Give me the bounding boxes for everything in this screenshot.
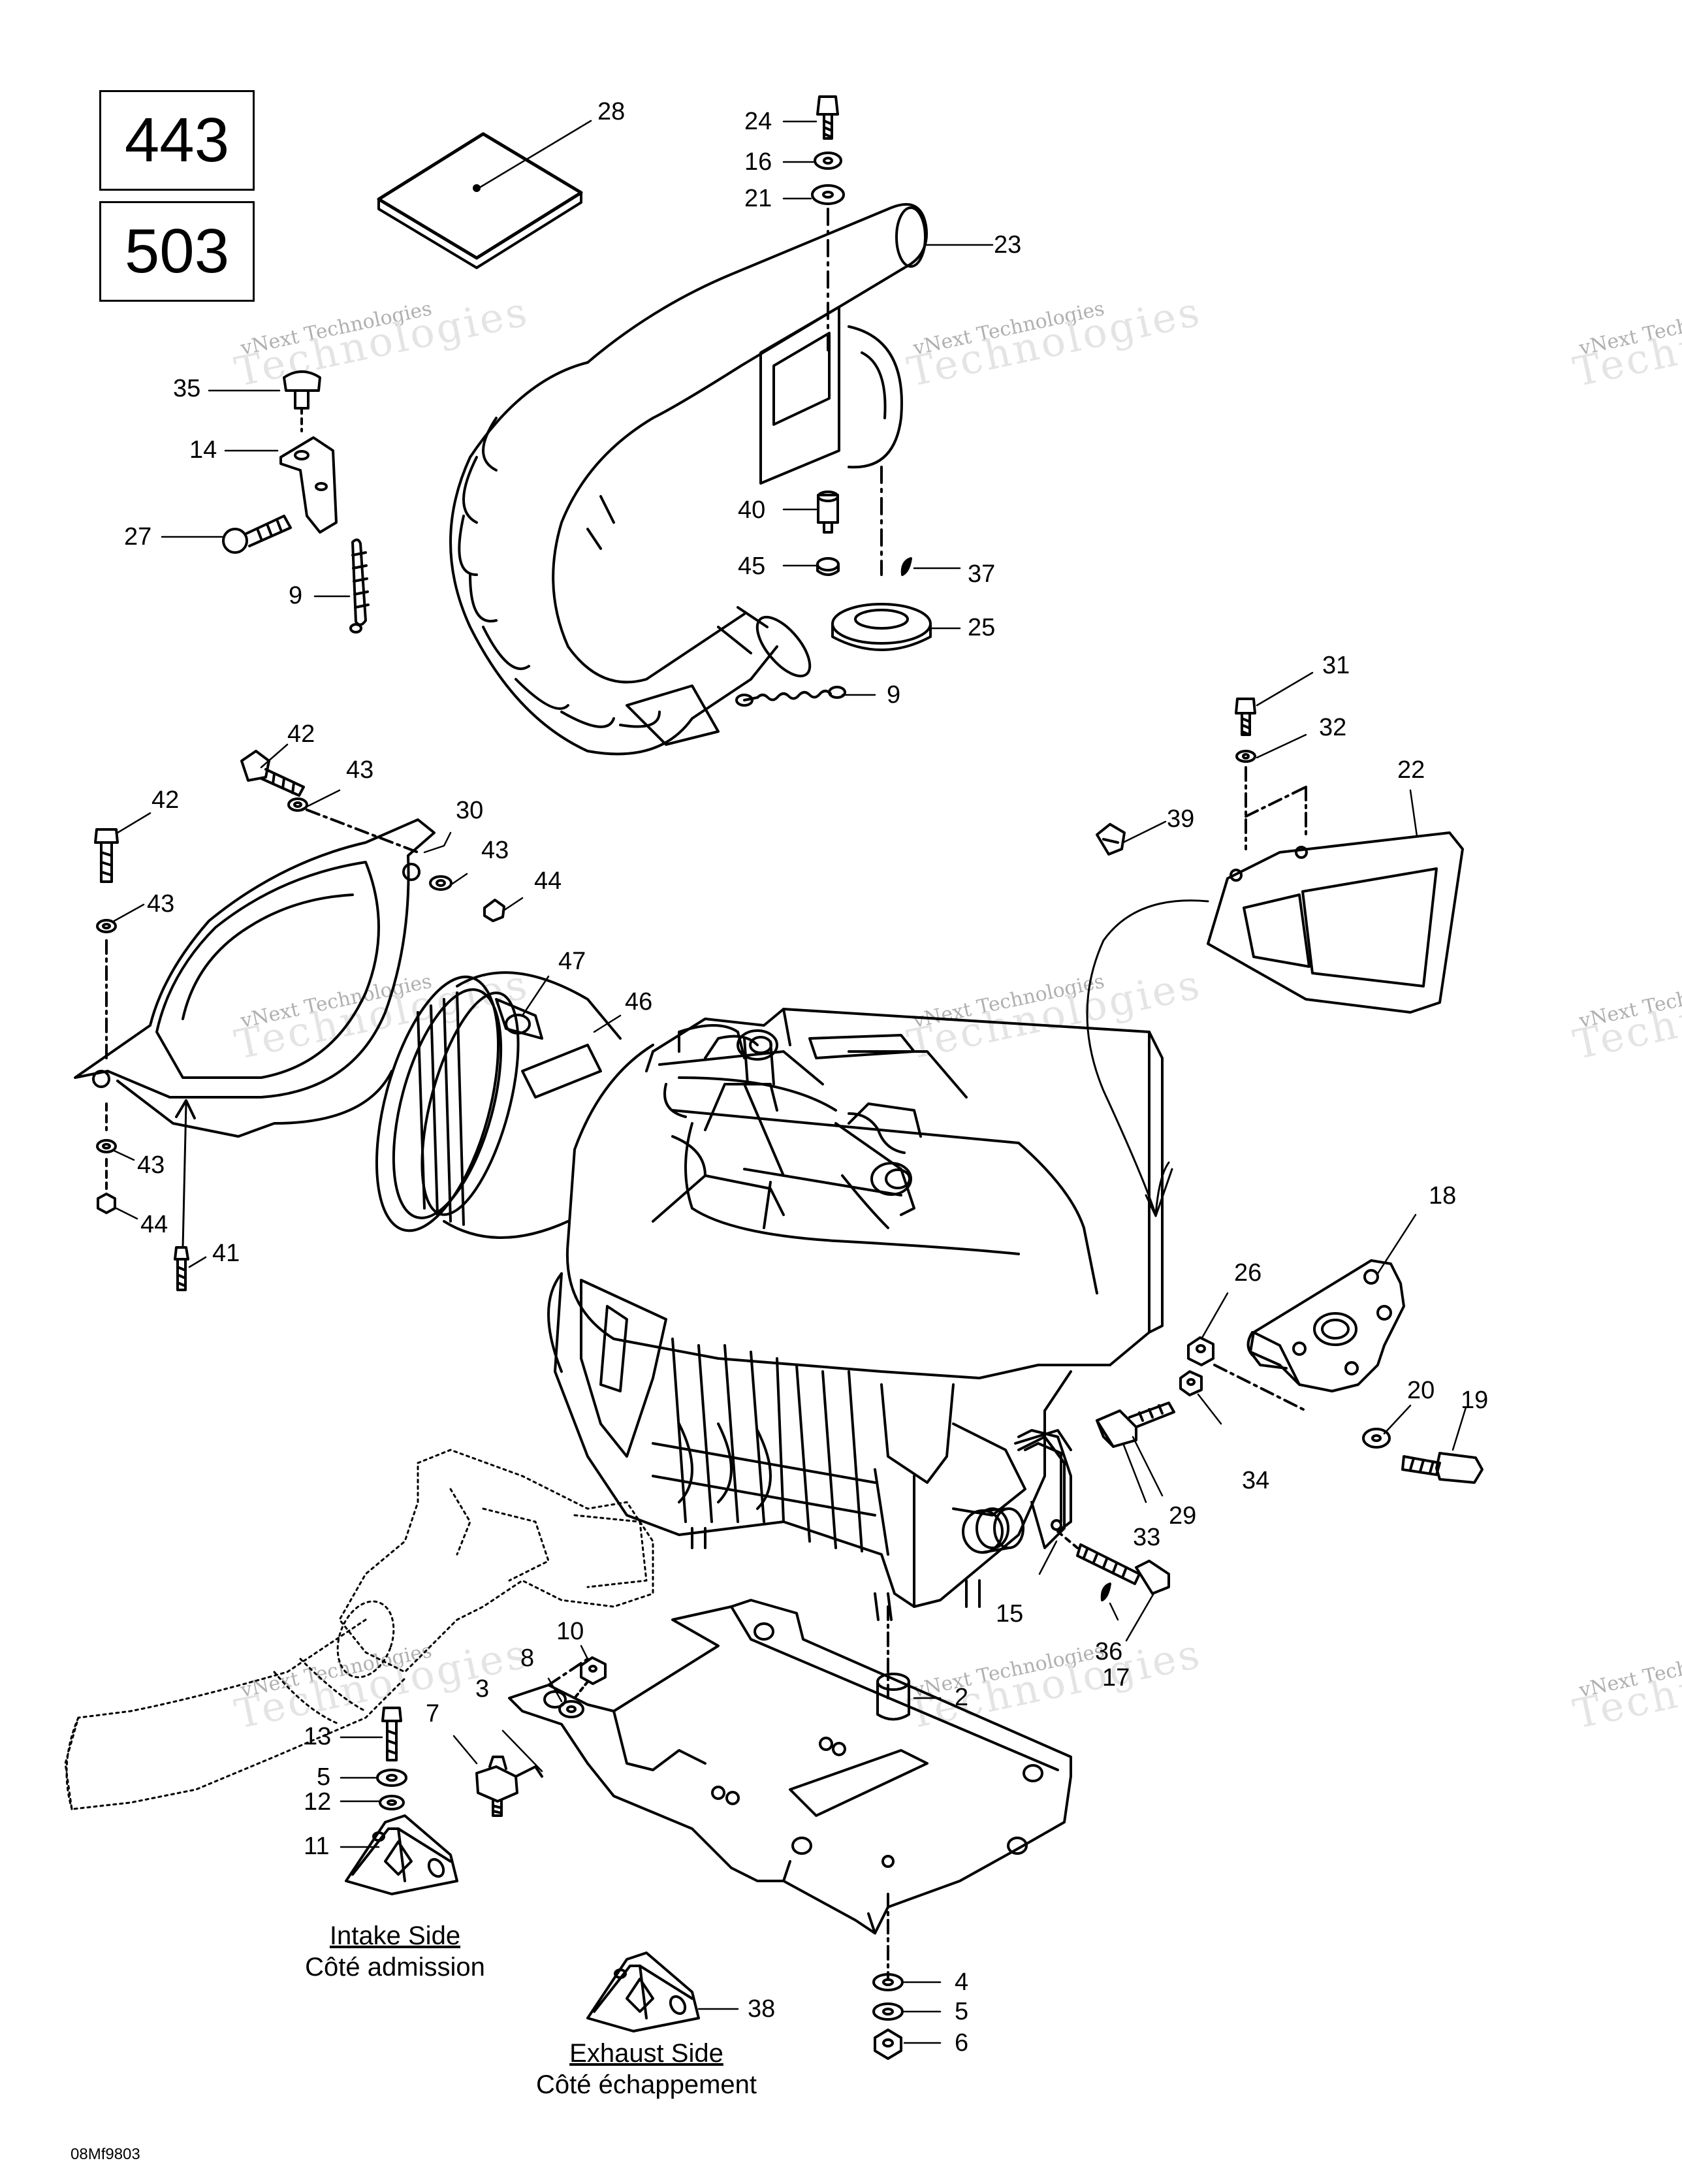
callout-40: 40 xyxy=(738,496,766,524)
callout-2: 2 xyxy=(955,1684,969,1711)
callout-43d: 43 xyxy=(137,1151,165,1179)
model-box-503: 503 xyxy=(99,201,255,302)
intake-side-mount xyxy=(345,1707,458,1895)
callout-15: 15 xyxy=(996,1600,1024,1628)
callout-12: 12 xyxy=(304,1788,332,1816)
model-box-443: 443 xyxy=(99,90,255,191)
callout-34: 34 xyxy=(1242,1467,1270,1494)
callout-26: 26 xyxy=(1234,1259,1262,1287)
engine-support-plate xyxy=(508,1599,1072,1980)
nut-washer xyxy=(558,1656,607,1718)
callout-22: 22 xyxy=(1397,756,1425,784)
engine-support-right xyxy=(1017,1259,1484,1601)
pipe-hardware xyxy=(811,95,912,576)
grommet xyxy=(831,603,932,651)
callout-5b: 5 xyxy=(955,1998,969,2025)
callout-43: 43 xyxy=(346,756,374,784)
callout-8: 8 xyxy=(520,1645,535,1672)
callout-36: 36 xyxy=(1095,1638,1123,1665)
callout-16: 16 xyxy=(744,148,772,176)
callout-46: 46 xyxy=(625,988,653,1016)
exhaust-manifold xyxy=(64,1449,654,1810)
callout-24: 24 xyxy=(744,108,772,135)
callout-42b: 42 xyxy=(151,786,180,814)
callout-25: 25 xyxy=(968,614,996,641)
callout-44: 44 xyxy=(534,867,562,895)
intake-side-caption: Intake Side Côté admission xyxy=(287,1920,503,1983)
callout-5: 5 xyxy=(317,1763,331,1791)
callout-3: 3 xyxy=(475,1675,490,1703)
callout-6: 6 xyxy=(955,2029,969,2057)
callout-29: 29 xyxy=(1169,1502,1197,1530)
callout-11: 11 xyxy=(304,1833,330,1860)
intake-side-en: Intake Side xyxy=(329,1921,461,1950)
callout-27: 27 xyxy=(124,523,152,551)
callout-9: 9 xyxy=(289,582,303,609)
tuned-pipe xyxy=(449,202,928,756)
exhaust-side-mount xyxy=(586,1951,700,2032)
callout-23: 23 xyxy=(994,231,1022,259)
callout-31: 31 xyxy=(1322,652,1350,679)
bracket-assembly xyxy=(222,370,370,634)
callout-43b: 43 xyxy=(481,837,509,864)
exhaust-side-fr: Côté échappement xyxy=(535,2070,757,2099)
callout-44b: 44 xyxy=(140,1211,168,1238)
callout-9b: 9 xyxy=(887,681,901,709)
engine xyxy=(547,1008,1164,1621)
callout-10: 10 xyxy=(556,1618,584,1645)
callout-17: 17 xyxy=(1102,1664,1130,1692)
spacer xyxy=(876,1673,910,1721)
callout-42: 42 xyxy=(287,720,315,748)
callout-38: 38 xyxy=(748,1995,776,2023)
callout-18: 18 xyxy=(1429,1182,1457,1210)
callout-45: 45 xyxy=(738,553,766,580)
callout-47: 47 xyxy=(558,948,586,975)
decal-part xyxy=(377,132,583,269)
callout-32: 32 xyxy=(1319,714,1347,741)
callout-41: 41 xyxy=(212,1240,240,1267)
callout-13: 13 xyxy=(304,1723,332,1750)
callout-4: 4 xyxy=(955,1968,969,1996)
callout-39: 39 xyxy=(1167,805,1195,833)
adaptor-clamp xyxy=(375,971,622,1239)
callout-21: 21 xyxy=(744,185,772,212)
leader-lines xyxy=(113,120,1467,2044)
callout-7: 7 xyxy=(426,1700,440,1727)
intake-silencer-top xyxy=(1086,698,1464,1217)
callout-19: 19 xyxy=(1461,1387,1489,1414)
callout-35: 35 xyxy=(173,375,201,402)
drawing-code: 08Mf9803 xyxy=(71,2145,140,2163)
callout-30: 30 xyxy=(456,797,484,824)
callout-14: 14 xyxy=(189,436,217,464)
callout-43c: 43 xyxy=(147,890,175,918)
intake-side-fr: Côté admission xyxy=(305,1953,485,1982)
callout-33: 33 xyxy=(1133,1524,1161,1551)
exhaust-side-en: Exhaust Side xyxy=(569,2039,723,2068)
callout-20: 20 xyxy=(1407,1377,1435,1404)
spring xyxy=(735,686,846,707)
callout-37: 37 xyxy=(968,560,996,588)
callout-28: 28 xyxy=(597,98,626,125)
rubber-mount xyxy=(475,1756,543,1817)
intake-silencer-left xyxy=(74,750,505,1291)
bottom-hardware xyxy=(872,1973,904,2060)
exhaust-side-caption: Exhaust Side Côté échappement xyxy=(516,2038,777,2100)
